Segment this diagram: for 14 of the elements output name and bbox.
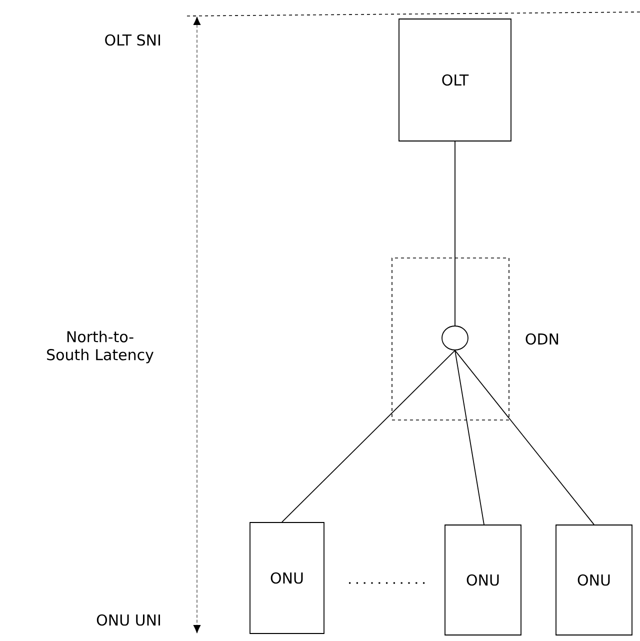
odn-dashed-box: ODN [392, 258, 558, 420]
device-box: OLT [398, 18, 512, 142]
side-label: OLT SNI [105, 34, 160, 46]
device-box: ONU [556, 524, 632, 636]
connector-line [454, 350, 484, 525]
splitter-circle [442, 326, 468, 350]
connector-line [282, 350, 456, 522]
connector-line [454, 141, 456, 326]
side-label: ONU UNI [96, 614, 160, 626]
connector-line [454, 350, 594, 525]
side-label: North-to-South Latency [47, 330, 154, 364]
node-label: ODN [526, 333, 558, 345]
device-box: ONU [250, 522, 324, 634]
device-box: ONU [444, 524, 522, 636]
